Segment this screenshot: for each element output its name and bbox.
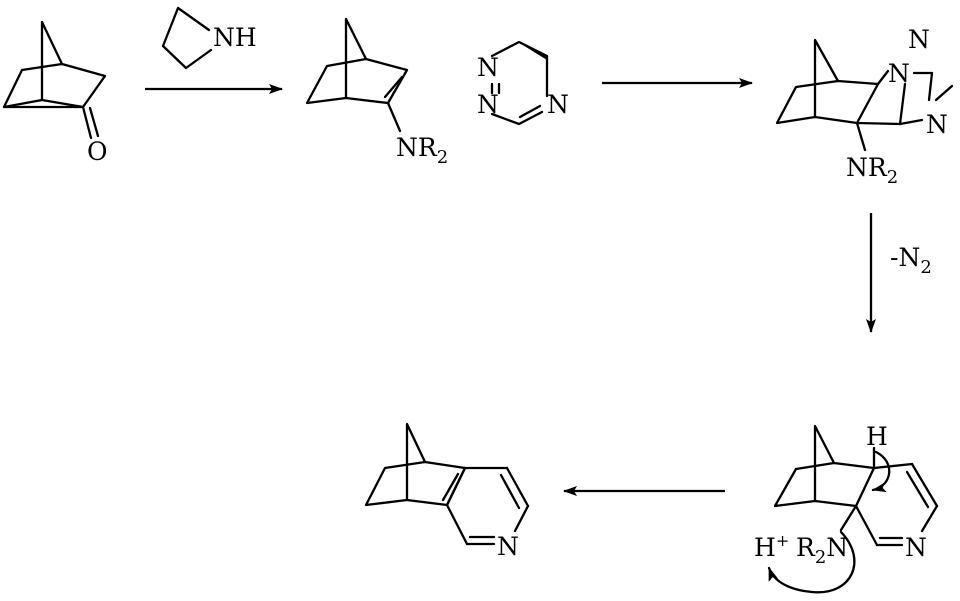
adduct-nr2-label: NR2 bbox=[846, 153, 898, 188]
triazine-n3-label: N bbox=[547, 90, 569, 119]
triazine-structure: N N N bbox=[477, 40, 569, 126]
triazine-n2-label: N bbox=[477, 90, 499, 119]
cycloadduct-structure: N N N NR2 bbox=[775, 25, 954, 188]
intermediate-h-plus-label: H+ bbox=[754, 531, 789, 562]
adduct-n-bridge-label: N bbox=[888, 59, 910, 88]
intermediate-h-label: H bbox=[866, 422, 888, 451]
norcamphor-structure: O bbox=[2, 20, 108, 166]
intermediate-r2n-label: R2N bbox=[796, 533, 848, 568]
intermediate-n-ring-label: N bbox=[905, 533, 927, 562]
curved-arrow-amine-leave bbox=[767, 530, 856, 594]
intermediate-structure: H H+ R2N N bbox=[754, 422, 939, 594]
product-structure: N bbox=[364, 422, 530, 561]
ketone-oxygen-label: O bbox=[87, 137, 108, 166]
pyrrolidine-structure: NH bbox=[161, 6, 257, 70]
product-n-label: N bbox=[497, 532, 519, 561]
pyrrolidine-nh-label: NH bbox=[213, 23, 257, 52]
arrow-step-3-label: -N2 bbox=[890, 243, 932, 278]
adduct-n-ring-label: N bbox=[926, 110, 948, 139]
adduct-n-top-label: N bbox=[908, 25, 930, 54]
enamine-nr2-label: NR2 bbox=[396, 133, 448, 168]
triazine-n1-label: N bbox=[477, 53, 499, 82]
enamine-structure: NR2 bbox=[305, 17, 448, 168]
curved-arrow-h-shift bbox=[871, 450, 891, 493]
